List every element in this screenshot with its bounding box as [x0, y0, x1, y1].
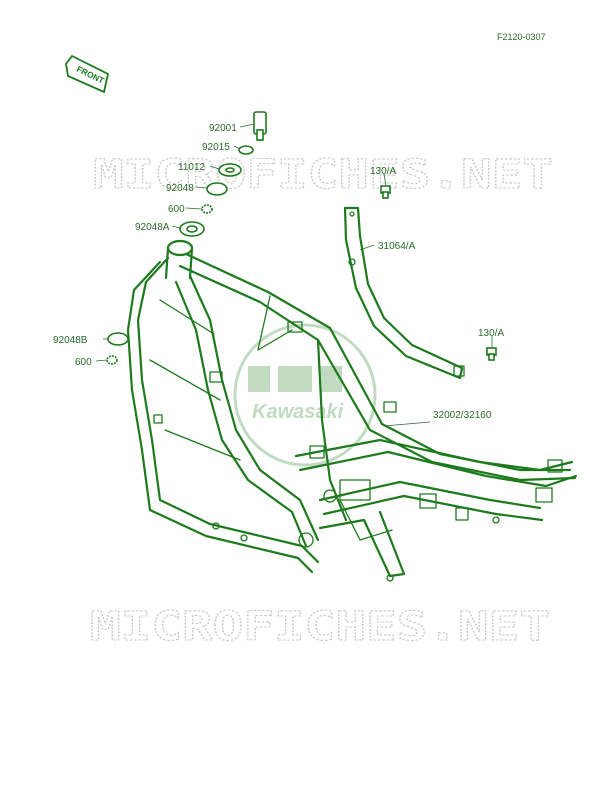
part-130A-bolt-right	[486, 347, 497, 361]
label-130A-right: 130/A	[478, 328, 504, 339]
main-frame	[126, 239, 578, 582]
part-130A-bolt-top	[380, 185, 391, 199]
part-92048B-ring	[107, 332, 129, 346]
label-130A-top: 130/A	[370, 166, 396, 177]
label-11012: 11012	[178, 162, 206, 173]
part-600-washer-top	[201, 204, 213, 214]
label-600-top: 600	[168, 204, 185, 215]
front-direction-tag: FRONT	[65, 54, 110, 94]
figure-code: F2120-0307	[497, 32, 546, 42]
part-600-washer-left	[106, 355, 118, 365]
steering-stem-parts	[179, 111, 267, 237]
label-92015: 92015	[202, 142, 230, 153]
label-32002-32160: 32002/32160	[433, 410, 492, 421]
part-92048-ring	[206, 182, 228, 196]
label-92001: 92001	[209, 123, 237, 134]
watermark-bottom: MICROFICHES.NET	[90, 604, 550, 650]
part-31064A-stay	[343, 206, 465, 380]
part-92015-nut	[238, 145, 254, 155]
leader-lines	[95, 123, 493, 427]
front-arrow-icon	[65, 54, 110, 94]
watermark-top: MICROFICHES.NET	[93, 152, 553, 198]
logo-text: Kawasaki	[252, 401, 344, 423]
label-92048A: 92048A	[135, 222, 170, 233]
label-600-left: 600	[75, 357, 92, 368]
label-92048: 92048	[166, 183, 194, 194]
label-31064A: 31064/A	[378, 241, 416, 252]
label-92048B: 92048B	[53, 335, 88, 346]
